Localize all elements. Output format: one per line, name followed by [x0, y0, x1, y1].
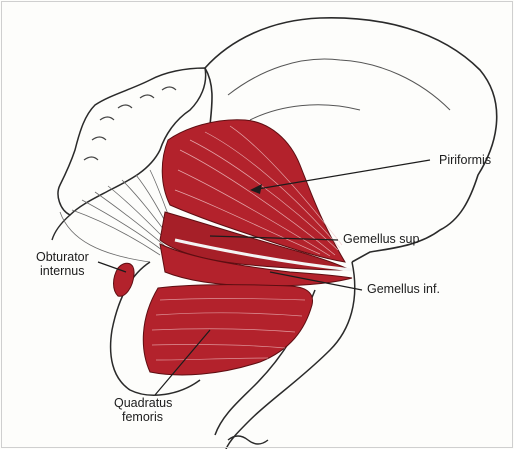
label-obturator-line1: Obturator — [36, 250, 89, 264]
sacrotuberous-ligament — [60, 170, 174, 262]
femur-bottom-detail — [228, 436, 268, 444]
label-obturator-line2: internus — [40, 264, 84, 278]
ilium-inner-contour — [228, 59, 450, 120]
label-gemellus-inferior: Gemellus inf. — [367, 282, 440, 296]
coccyx — [52, 215, 70, 240]
sacral-foramina — [84, 87, 176, 160]
label-quadratus-line2: femoris — [122, 410, 163, 424]
label-gemellus-superior: Gemellus sup — [343, 232, 419, 246]
label-quadratus-line1: Quadratus — [114, 396, 172, 410]
label-piriformis: Piriformis — [439, 153, 491, 167]
